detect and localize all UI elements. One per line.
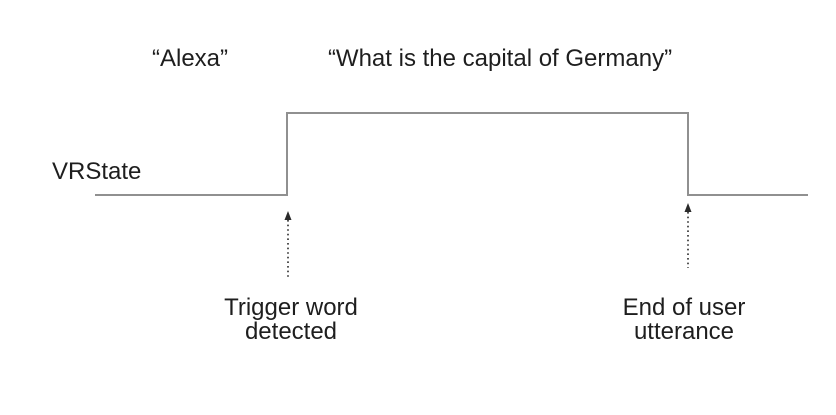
utterance-phrase-label: “What is the capital of Germany” [327,45,673,72]
signal-name-label: VRState [52,158,142,185]
trigger-detected-arrow-head-icon [284,211,292,220]
vrstate-signal-line [95,112,808,196]
end-utterance-annotation: End of user utterance [622,294,746,345]
end-of-utterance-arrow-head-icon [684,203,692,212]
trigger-phrase-label: “Alexa” [151,45,229,72]
trigger-word-annotation: Trigger word detected [224,294,358,345]
